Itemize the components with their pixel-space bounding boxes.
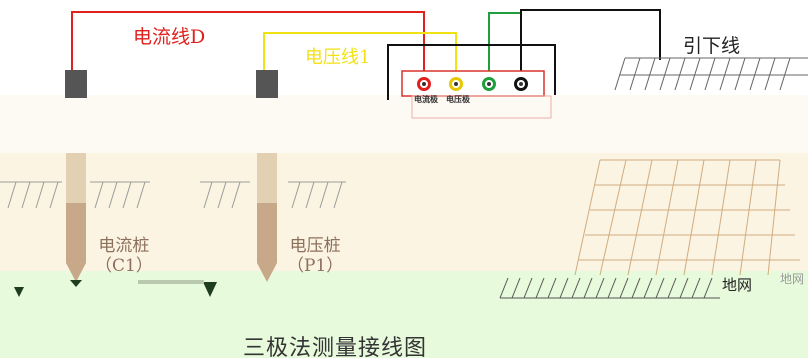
- current-wire: [71, 11, 425, 80]
- ground-hatch-lower: [499, 277, 720, 299]
- instrument-box-ghost: [411, 95, 552, 119]
- black-wire-frame: [387, 44, 556, 100]
- voltage-stake-code: （P1）: [287, 256, 344, 276]
- marker-voltage: [203, 282, 217, 297]
- terminal-label-current: 电流极: [414, 94, 438, 104]
- marker-current: [70, 280, 82, 287]
- voltage-wire: [263, 32, 457, 80]
- soil-hatch-left: [0, 181, 346, 209]
- current-wire-label: 电流线D: [133, 26, 206, 48]
- current-stake-name: 电流桩: [98, 236, 150, 256]
- current-stake-code: （C1）: [95, 256, 153, 276]
- surface-band: [0, 95, 808, 153]
- current-stake: [65, 70, 87, 282]
- marker-left: [14, 287, 24, 297]
- measure-bar: [138, 280, 204, 284]
- soil-band: [0, 153, 808, 271]
- ground-grid-label: 地网: [722, 276, 753, 294]
- voltage-stake: [256, 70, 278, 282]
- ground-grid-mesh: [574, 159, 800, 276]
- terminal-label-voltage: 电压极: [446, 94, 470, 104]
- diagram-title: 三极法测量接线图: [243, 336, 428, 358]
- voltage-wire-label: 电压线1: [305, 47, 371, 68]
- voltage-stake-label: 电压桩 （P1）: [287, 236, 343, 276]
- voltage-stake-name: 电压桩: [289, 236, 341, 256]
- current-stake-label: 电流桩 （C1）: [95, 236, 153, 276]
- down-lead-label: 引下线: [683, 35, 741, 57]
- down-lead-grid: [614, 57, 808, 91]
- green-wire: [488, 12, 521, 80]
- ground-grid-ghost-label: 地网: [780, 272, 805, 286]
